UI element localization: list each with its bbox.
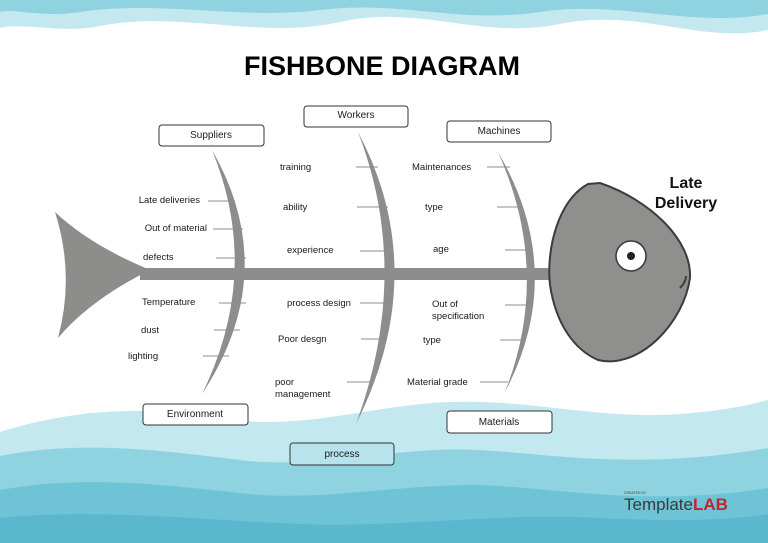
category-box-machines: Machines [446, 120, 552, 143]
fish-ribs [202, 132, 535, 424]
category-box-environment: Environment [142, 403, 249, 426]
cause-materials-3: Material grade [407, 377, 468, 388]
cause-machines-1: Maintenances [412, 162, 471, 173]
category-box-process: process [289, 442, 395, 466]
cause-environment-2: dust [141, 325, 159, 336]
page-title: FISHBONE DIAGRAM [244, 51, 520, 81]
cause-environment-3: lighting [128, 351, 158, 362]
category-label-materials: Materials [479, 417, 520, 428]
category-box-suppliers: Suppliers [158, 124, 265, 147]
logo-brand-accent: LAB [693, 495, 728, 514]
effect-label-line1: Late [670, 175, 703, 192]
cause-materials-2: type [423, 335, 441, 346]
cause-materials-1a: Out of [432, 299, 458, 310]
bottom-waves [0, 400, 768, 543]
category-label-machines: Machines [478, 126, 521, 137]
logo-text: TemplateLAB [624, 495, 728, 514]
rib-machines-materials [498, 152, 535, 392]
top-waves [0, 0, 768, 34]
category-box-materials: Materials [446, 410, 553, 434]
fish-spine [140, 268, 560, 280]
cause-connectors [203, 166, 528, 383]
fish-pupil [627, 252, 635, 260]
rib-workers-process [356, 132, 395, 424]
cause-machines-2: type [425, 202, 443, 213]
cause-process-3b: management [275, 389, 331, 400]
cause-suppliers-2: Out of material [145, 223, 207, 234]
cause-workers-1: training [280, 162, 311, 173]
cause-process-1: process design [287, 298, 351, 309]
cause-machines-3: age [433, 244, 449, 255]
templatelab-logo: CREATED BY TemplateLAB [624, 491, 728, 514]
cause-suppliers-1: Late deliveries [139, 195, 201, 206]
rib-suppliers-environment [202, 150, 245, 394]
cause-process-3a: poor [275, 377, 294, 388]
category-label-workers: Workers [337, 110, 374, 121]
logo-brand: Template [624, 495, 693, 514]
cause-workers-3: experience [287, 245, 333, 256]
category-label-process: process [324, 449, 359, 460]
cause-workers-2: ability [283, 202, 308, 213]
fish-tail [55, 212, 150, 338]
cause-environment-1: Temperature [142, 297, 195, 308]
logo-created-by: CREATED BY [624, 491, 647, 495]
cause-materials-1b: specification [432, 311, 484, 322]
cause-process-2: Poor desgn [278, 334, 327, 345]
fish-mouth [679, 275, 687, 289]
category-box-workers: Workers [303, 105, 409, 128]
cause-suppliers-3: defects [143, 252, 174, 263]
effect-label-line2: Delivery [655, 195, 717, 212]
category-label-environment: Environment [167, 409, 223, 420]
category-label-suppliers: Suppliers [190, 130, 232, 141]
fish-head [548, 181, 692, 363]
